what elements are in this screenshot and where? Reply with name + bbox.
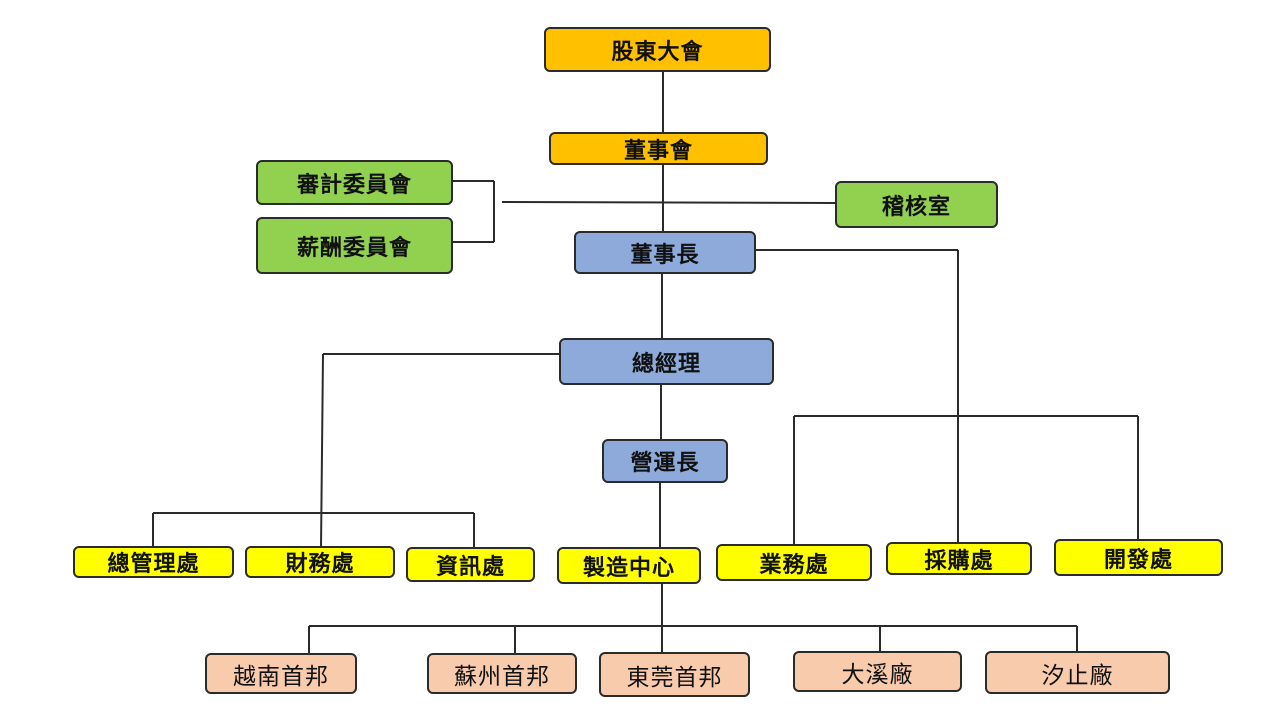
node-sales-dept: 業務處 (716, 544, 872, 581)
node-audit-office: 稽核室 (835, 181, 998, 228)
node-board-of-directors: 董事會 (549, 132, 768, 165)
node-manufacturing-center: 製造中心 (557, 547, 701, 584)
node-general-manager: 總經理 (559, 338, 774, 385)
node-plant-daxi: 大溪廠 (793, 651, 962, 692)
node-label: 審計委員會 (296, 172, 412, 198)
node-remuneration-committee: 薪酬委員會 (256, 217, 453, 274)
node-label: 營運長 (630, 451, 700, 476)
node-label: 蘇州首邦 (454, 663, 550, 690)
node-label: 稽核室 (881, 194, 951, 220)
node-plant-suzhou: 蘇州首邦 (427, 653, 577, 694)
node-chairman: 董事長 (574, 231, 756, 274)
node-general-management-dept: 總管理處 (73, 546, 234, 578)
node-label: 薪酬委員會 (296, 235, 412, 261)
node-development-dept: 開發處 (1054, 539, 1223, 576)
node-finance-dept: 財務處 (245, 546, 395, 578)
node-label: 大溪廠 (841, 661, 914, 688)
line-finance-drop (320, 353, 324, 549)
node-label: 採購處 (924, 548, 994, 574)
node-label: 越南首邦 (233, 663, 329, 690)
node-label: 財務處 (285, 552, 355, 577)
node-label: 汐止廠 (1041, 662, 1114, 689)
node-label: 資訊處 (435, 554, 505, 580)
node-label: 總管理處 (107, 552, 200, 577)
node-plant-dongguan: 東莞首邦 (599, 652, 750, 697)
node-label: 業務處 (759, 552, 829, 578)
node-shareholders-meeting: 股東大會 (544, 27, 771, 72)
node-audit-committee: 審計委員會 (256, 160, 453, 205)
node-label: 總經理 (631, 351, 701, 377)
node-plant-vietnam: 越南首邦 (205, 653, 357, 694)
node-label: 東莞首邦 (626, 664, 723, 691)
line-committees-audit-office (501, 201, 837, 204)
node-procurement-dept: 採購處 (886, 542, 1032, 575)
node-label: 製造中心 (582, 555, 675, 581)
node-label: 開發處 (1103, 547, 1173, 573)
node-label: 董事會 (623, 138, 693, 164)
node-plant-xizhi: 汐止廠 (985, 651, 1170, 694)
node-label: 股東大會 (611, 39, 704, 65)
node-coo: 營運長 (602, 439, 728, 483)
node-label: 董事長 (630, 242, 700, 268)
node-it-dept: 資訊處 (406, 547, 535, 582)
